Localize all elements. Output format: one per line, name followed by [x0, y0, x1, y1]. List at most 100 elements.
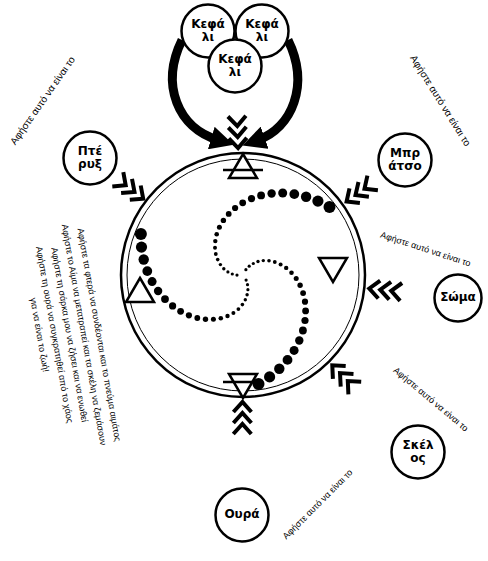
- part-name: Μπρ άτσο: [385, 147, 425, 173]
- bead: [161, 295, 169, 303]
- outer-ring: [121, 153, 365, 397]
- bead: [248, 265, 251, 268]
- bead: [213, 239, 217, 243]
- bead: [279, 262, 283, 266]
- bead: [221, 218, 226, 223]
- bead: [284, 266, 288, 270]
- bead: [312, 196, 323, 207]
- chevron: [121, 179, 134, 193]
- bead: [225, 314, 229, 318]
- bead: [274, 364, 284, 374]
- chevron: [348, 381, 361, 394]
- bead: [231, 272, 234, 275]
- bead: [148, 277, 157, 286]
- fire-symbol: [126, 278, 154, 302]
- bead: [324, 201, 336, 213]
- bead: [186, 312, 192, 318]
- bead: [216, 258, 220, 262]
- bead: [136, 242, 147, 253]
- bead: [295, 336, 303, 344]
- chevron: [233, 424, 251, 434]
- bead: [142, 266, 152, 276]
- chevron: [332, 365, 345, 379]
- bead: [222, 267, 225, 270]
- bead: [219, 263, 222, 266]
- bead: [232, 205, 238, 211]
- part-name: Κεφά λι: [242, 18, 282, 44]
- bead: [214, 252, 218, 256]
- bead: [294, 276, 299, 281]
- bead: [203, 317, 208, 322]
- bead: [246, 288, 249, 291]
- bead: [241, 303, 245, 307]
- chevron: [229, 138, 247, 148]
- bead: [302, 308, 309, 315]
- bead: [300, 290, 306, 296]
- bead: [301, 317, 308, 324]
- bead: [226, 211, 232, 217]
- spiral-beads: [135, 189, 336, 390]
- bead: [283, 355, 293, 365]
- bead: [217, 225, 222, 230]
- bead: [245, 293, 248, 296]
- part-circle: Μπρ άτσο: [377, 132, 433, 188]
- bead: [214, 232, 219, 237]
- curved-caption: Αφήστε αυτό να είναι το: [408, 53, 473, 148]
- part-name: Κεφά λι: [188, 18, 228, 44]
- chevron: [112, 172, 125, 186]
- curved-caption: Αφήστε αυτό να είναι το: [390, 366, 469, 434]
- air-symbol: [223, 154, 263, 178]
- earth-symbol: [223, 374, 263, 398]
- bead: [244, 298, 247, 301]
- chevron: [228, 127, 246, 137]
- bead: [289, 189, 299, 199]
- bead: [244, 268, 247, 271]
- chevron-arrows: [112, 116, 402, 434]
- bead: [239, 199, 246, 206]
- chevron: [365, 176, 378, 191]
- curved-caption: Αφήστε αυτό να είναι το: [7, 54, 76, 146]
- chevron: [369, 281, 380, 299]
- part-circle: Σκέλ ος: [390, 424, 446, 480]
- bead: [177, 308, 184, 315]
- chevron: [356, 182, 369, 197]
- part-circle: Κεφά λι: [207, 38, 263, 94]
- part-name: Κεφά λι: [215, 53, 255, 79]
- chevron: [347, 188, 360, 203]
- chevron: [391, 283, 402, 301]
- bead: [194, 315, 200, 321]
- bead: [290, 346, 299, 355]
- bead: [273, 260, 277, 264]
- part-name: Σώμα: [440, 291, 476, 304]
- bead: [289, 270, 294, 275]
- bead: [211, 317, 216, 322]
- bead: [257, 192, 265, 200]
- chevron: [228, 116, 246, 126]
- bead: [267, 189, 275, 197]
- bead: [301, 192, 311, 202]
- bead: [226, 270, 229, 273]
- bead: [231, 311, 235, 315]
- chevron: [130, 186, 143, 200]
- bead: [256, 260, 259, 263]
- part-name: Ουρά: [224, 508, 259, 521]
- inner-ring: [127, 159, 359, 391]
- bead: [252, 262, 255, 265]
- part-name: Πτέ ρυξ: [70, 145, 110, 171]
- bead: [299, 327, 307, 335]
- bead: [219, 316, 224, 321]
- curved-caption: Αφήστε αυτό να είναι το: [281, 468, 355, 542]
- bead: [278, 189, 287, 198]
- bead: [237, 307, 241, 311]
- bead: [248, 195, 255, 202]
- bead: [154, 287, 162, 295]
- part-circle: Ουρά: [214, 487, 270, 543]
- bead: [262, 259, 265, 262]
- bead: [264, 371, 275, 382]
- part-circle: Πτέ ρυξ: [62, 130, 118, 186]
- bead: [135, 228, 147, 240]
- bead: [139, 254, 149, 264]
- bead: [297, 283, 302, 288]
- bead: [267, 259, 271, 263]
